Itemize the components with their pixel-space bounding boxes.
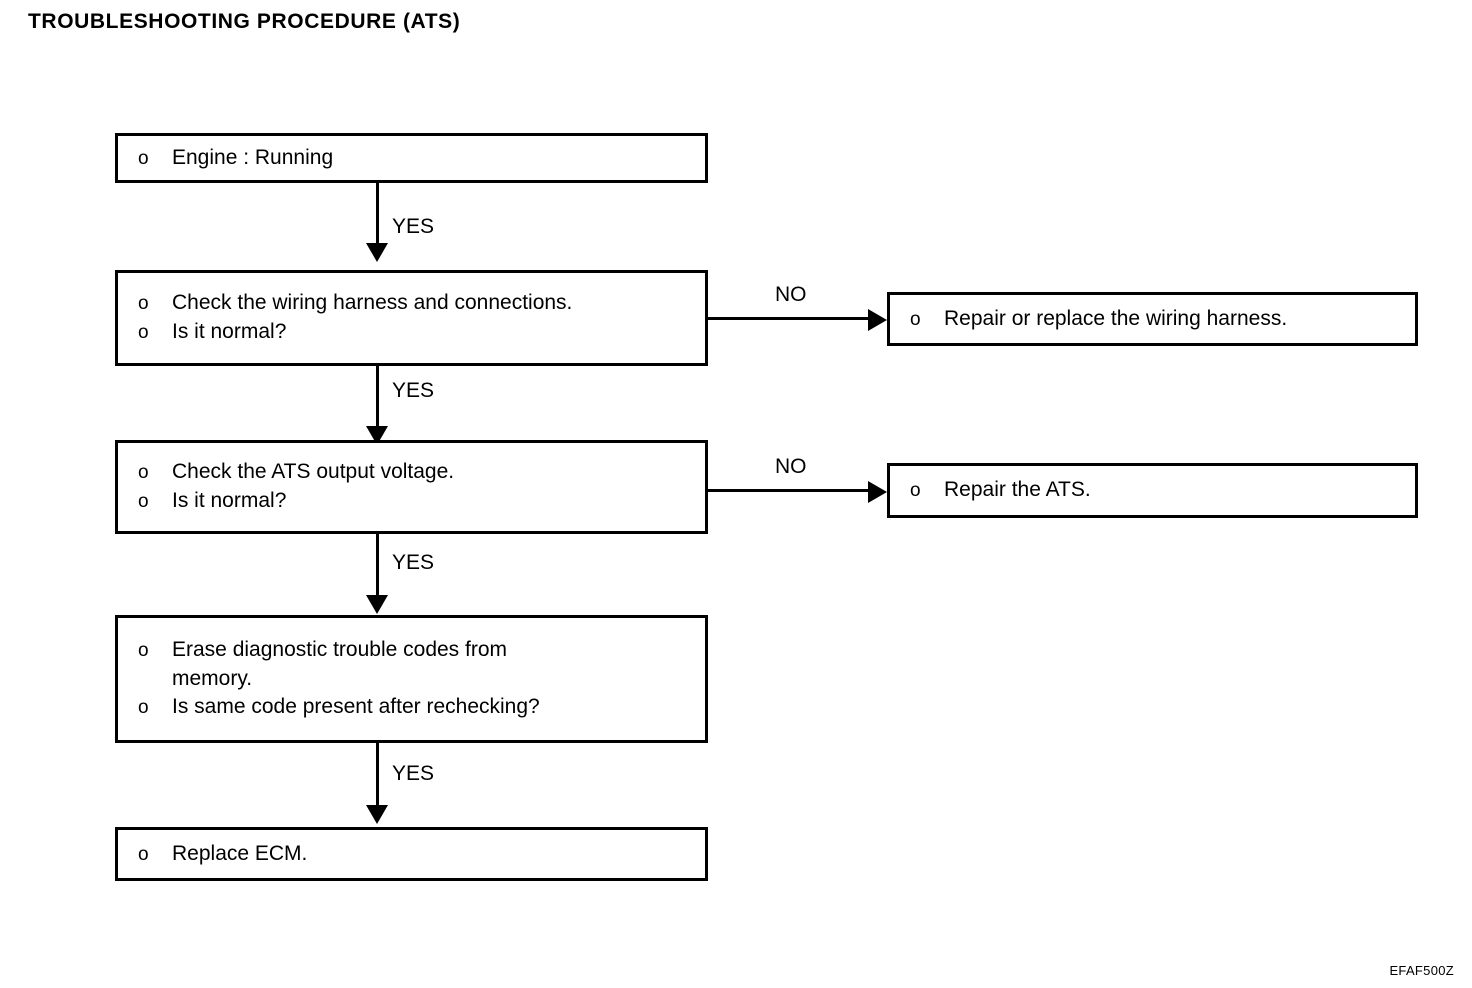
box-text: Repair or replace the wiring harness. — [944, 306, 1288, 330]
edge-label-no: NO — [775, 455, 807, 478]
bullet-marker: o — [138, 147, 149, 169]
arrowhead-down-icon — [366, 243, 388, 262]
connector-line-voltage-to-erase — [376, 534, 379, 597]
bullet-marker: o — [138, 697, 149, 719]
flow-box-repair-ats: o Repair the ATS. — [887, 463, 1418, 518]
flow-box-check-ats-output-voltage: o Check the ATS output voltage. o Is it … — [115, 440, 708, 534]
bullet-marker: o — [138, 491, 149, 512]
bullet-marker: o — [910, 308, 921, 330]
box-text: memory. — [172, 666, 253, 690]
box-text: Is same code present after rechecking? — [172, 695, 540, 719]
bullet-marker: o — [138, 322, 149, 343]
box-line: o Replace ECM. — [118, 840, 705, 869]
connector-line-erase-to-ecm — [376, 743, 379, 807]
flow-box-engine-running: o Engine : Running — [115, 133, 708, 183]
bullet-marker: o — [910, 480, 921, 502]
edge-label-yes: YES — [392, 762, 435, 785]
arrowhead-down-icon — [366, 805, 388, 824]
box-line: o Repair or replace the wiring harness. — [890, 305, 1415, 334]
box-line-continuation: o memory. — [118, 665, 705, 694]
box-line: o Engine : Running — [118, 144, 705, 173]
box-text: Replace ECM. — [172, 841, 308, 865]
edge-label-yes: YES — [392, 379, 435, 402]
flow-box-repair-replace-wiring-harness: o Repair or replace the wiring harness. — [887, 292, 1418, 346]
box-text: Check the wiring harness and connections… — [172, 291, 573, 315]
flow-box-check-wiring-harness: o Check the wiring harness and connectio… — [115, 270, 708, 366]
arrowhead-right-icon — [868, 481, 887, 503]
box-line: o Erase diagnostic trouble codes from — [118, 636, 705, 665]
box-line: o Check the ATS output voltage. — [118, 458, 705, 487]
bullet-marker: o — [138, 639, 149, 661]
flow-box-replace-ecm: o Replace ECM. — [115, 827, 708, 881]
box-text: Engine : Running — [172, 145, 334, 169]
bullet-marker: o — [138, 293, 149, 315]
figure-code-label: EFAF500Z — [1389, 963, 1454, 978]
connector-line-wiring-to-voltage — [376, 366, 379, 428]
edge-label-yes: YES — [392, 551, 435, 574]
connector-line-voltage-to-repair-ats — [708, 489, 872, 492]
connector-line-wiring-to-repair-harness — [708, 317, 872, 320]
box-line: o Check the wiring harness and connectio… — [118, 289, 705, 318]
box-line: o Repair the ATS. — [890, 476, 1415, 505]
box-text: Check the ATS output voltage. — [172, 460, 455, 484]
box-text: Erase diagnostic trouble codes from — [172, 637, 508, 661]
arrowhead-down-icon — [366, 595, 388, 614]
arrowhead-right-icon — [868, 309, 887, 331]
box-text: Repair the ATS. — [944, 478, 1091, 502]
box-text: Is it normal? — [172, 489, 287, 512]
flow-box-erase-diagnostic-trouble-codes: o Erase diagnostic trouble codes from o … — [115, 615, 708, 743]
box-line: o Is it normal? — [118, 318, 705, 347]
box-text: Is it normal? — [172, 320, 287, 343]
edge-label-no: NO — [775, 283, 807, 306]
box-line: o Is same code present after rechecking? — [118, 693, 705, 722]
page-title: TROUBLESHOOTING PROCEDURE (ATS) — [28, 10, 461, 33]
connector-line-engine-to-wiring — [376, 183, 379, 245]
bullet-marker: o — [138, 462, 149, 484]
edge-label-yes: YES — [392, 215, 435, 238]
bullet-marker: o — [138, 843, 149, 865]
box-line: o Is it normal? — [118, 487, 705, 516]
